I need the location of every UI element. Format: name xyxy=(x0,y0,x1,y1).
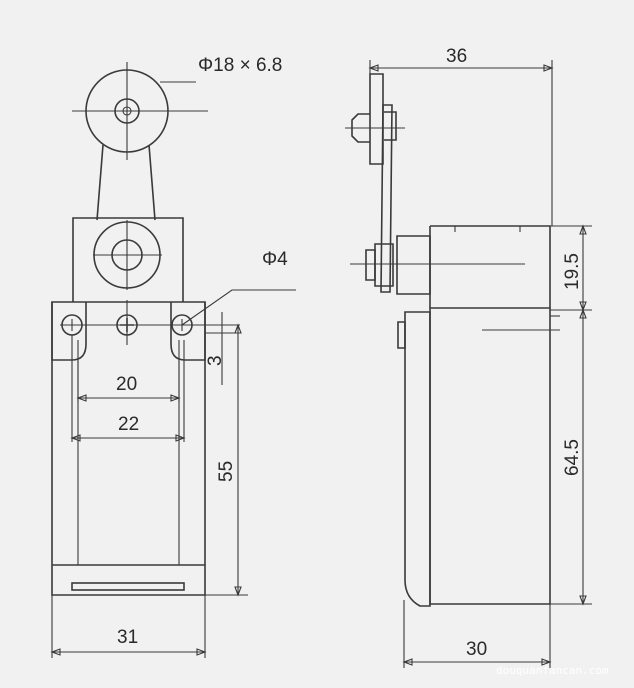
dim-20-lines xyxy=(77,340,180,402)
dim-31-label: 31 xyxy=(117,627,138,648)
dim-3-label: 3 xyxy=(205,355,226,366)
bottom-slot xyxy=(71,582,185,591)
dim-55-label: 55 xyxy=(216,461,237,482)
dim-36-lines xyxy=(369,60,553,226)
dim-64-5-label: 64.5 xyxy=(562,439,583,476)
dim-19-5-lines xyxy=(550,225,592,311)
dim-64-5-lines xyxy=(550,310,592,605)
head-side xyxy=(429,225,551,308)
shaft-boss xyxy=(396,235,431,295)
body-side xyxy=(429,307,551,605)
head-block xyxy=(72,217,184,302)
roller-centerlines xyxy=(72,62,208,160)
dim-19-5-label: 19.5 xyxy=(562,253,583,290)
watermark: douquanfancan.com xyxy=(496,664,609,677)
dim-20-label: 20 xyxy=(116,374,137,395)
dim-31-lines xyxy=(51,595,206,658)
right-ear xyxy=(170,302,206,361)
front-view: Φ18 × 6.8 Φ4 20 22 3 55 31 xyxy=(50,55,296,658)
dim-55-lines xyxy=(205,325,248,596)
hole-diameter-label: Φ4 xyxy=(262,249,288,270)
screw-centerline xyxy=(60,300,240,345)
dim-36-label: 36 xyxy=(446,46,467,67)
cover-side xyxy=(404,311,431,607)
dim-22-lines xyxy=(71,335,185,442)
roller-diameter-label: Φ18 × 6.8 xyxy=(198,55,282,76)
hole-leader xyxy=(181,289,296,326)
pivot-centerlines xyxy=(93,220,162,290)
lever-arm-side xyxy=(380,104,393,293)
switch-body xyxy=(51,301,206,596)
roller-side xyxy=(369,73,384,165)
dim-30-label: 30 xyxy=(466,639,487,660)
dim-30-lines xyxy=(403,600,551,668)
side-view: 36 19.5 64.5 30 xyxy=(345,46,592,668)
lever-arm xyxy=(96,144,156,221)
dim-22-label: 22 xyxy=(118,414,139,435)
